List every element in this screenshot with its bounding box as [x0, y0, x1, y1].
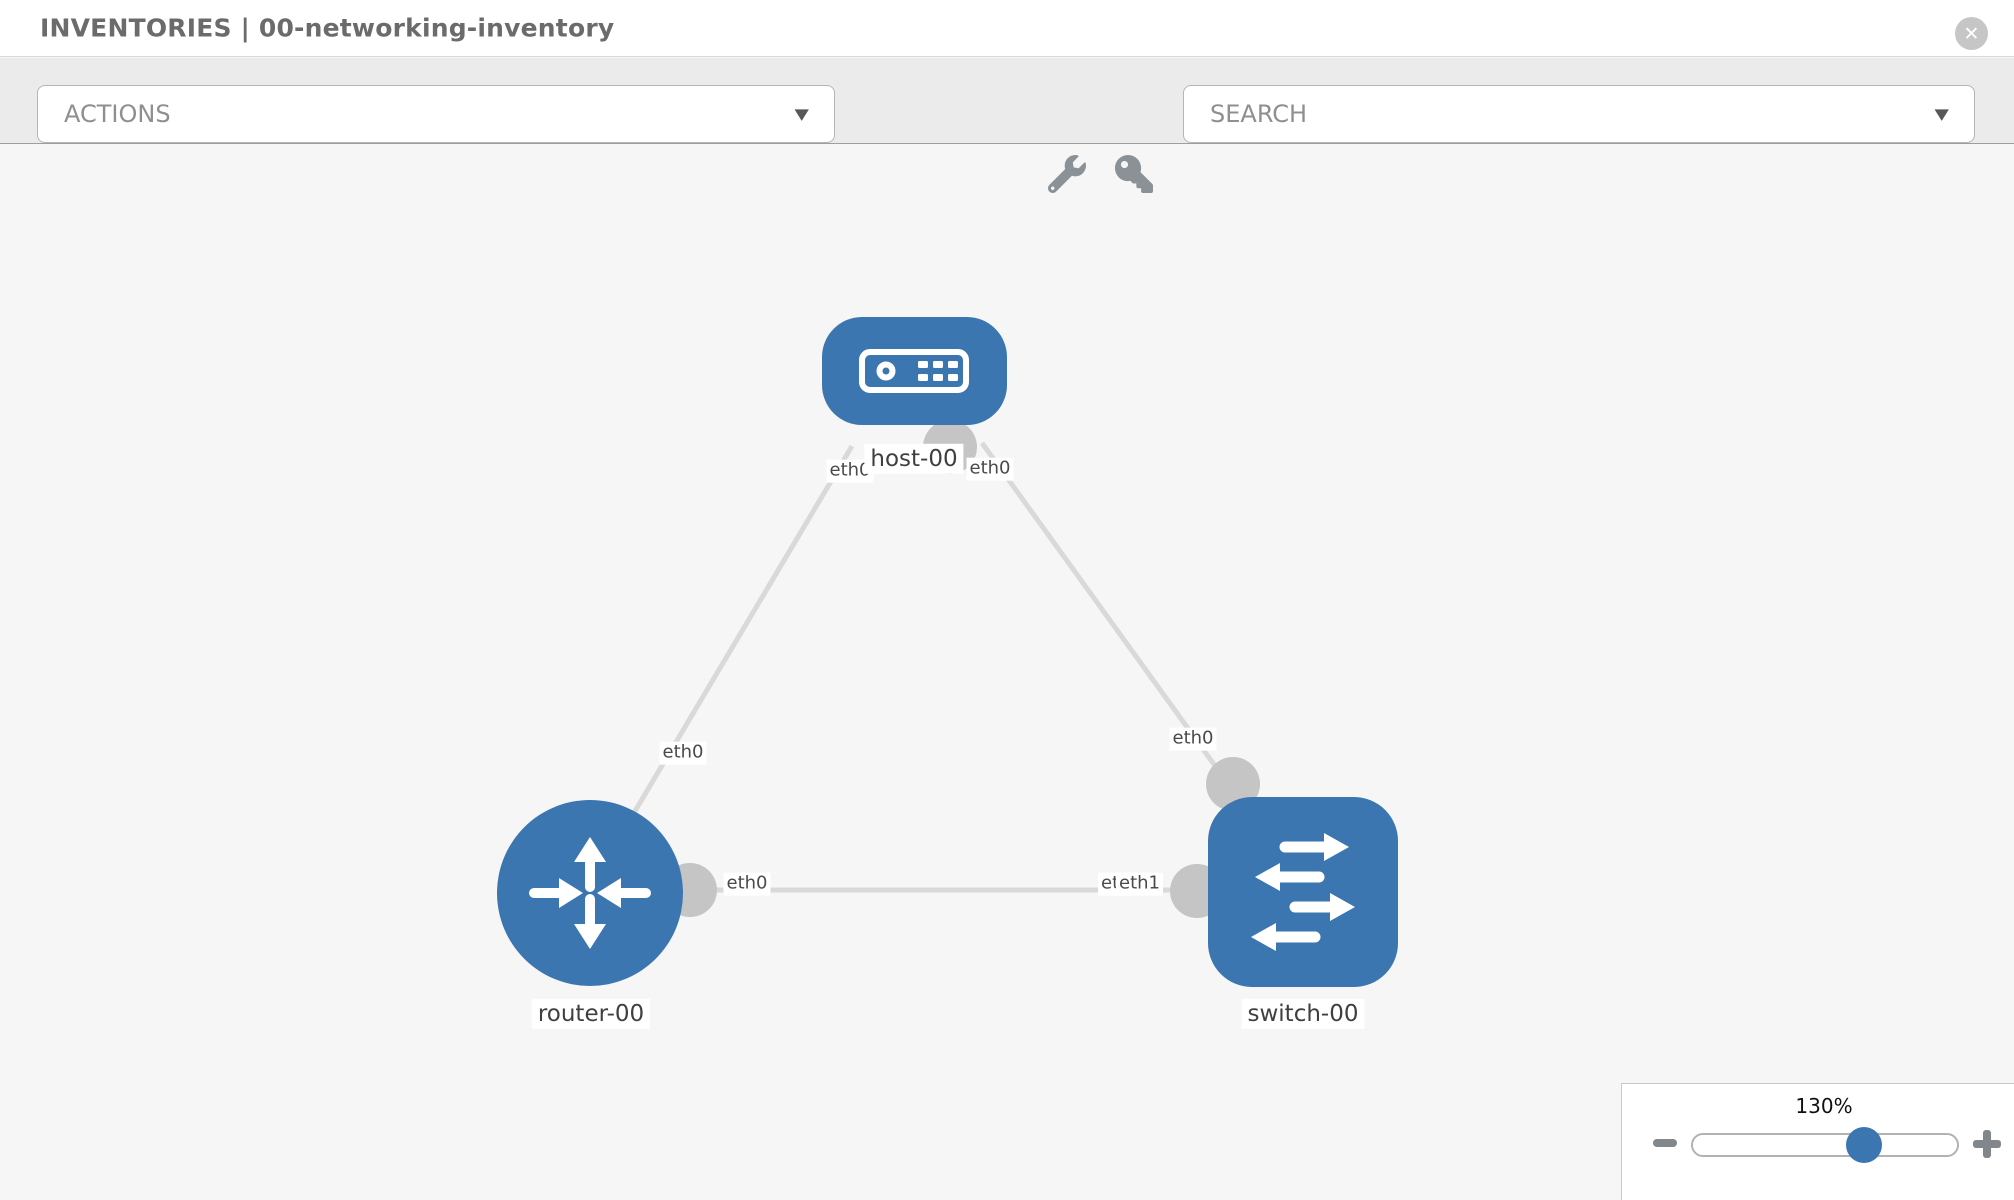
key-button[interactable]: [1115, 155, 1153, 193]
zoom-value: 130%: [1795, 1094, 1853, 1118]
zoom-in-button[interactable]: [1962, 1124, 2014, 1168]
plus-icon: [1983, 1130, 1991, 1158]
key-icon: [1115, 155, 1153, 193]
interface-label: eth0: [1169, 727, 1217, 751]
zoom-panel: 130%: [1621, 1083, 2014, 1200]
actions-dropdown[interactable]: ACTIONS ▼: [37, 85, 835, 143]
caret-down-icon: ▼: [795, 105, 810, 123]
node-host[interactable]: [822, 317, 1007, 425]
interface-label: eth1: [1116, 872, 1163, 896]
page-title: INVENTORIES | 00-networking-inventory: [40, 13, 615, 43]
wrench-button[interactable]: [1047, 155, 1086, 194]
search-dropdown-label: SEARCH: [1210, 100, 1308, 128]
zoom-slider-track[interactable]: [1691, 1133, 1959, 1157]
actions-dropdown-label: ACTIONS: [64, 100, 171, 128]
interface-label: eth0: [723, 872, 771, 896]
panel-header: INVENTORIES | 00-networking-inventory ✕: [0, 0, 2014, 57]
host-icon: [859, 349, 969, 393]
node-router[interactable]: [497, 800, 683, 986]
caret-down-icon: ▼: [1935, 105, 1950, 123]
search-dropdown[interactable]: SEARCH ▼: [1183, 85, 1975, 143]
zoom-out-button minus-icon[interactable]: [1653, 1139, 1677, 1147]
node-label-router: router-00: [531, 998, 651, 1030]
node-label-switch: switch-00: [1241, 998, 1365, 1030]
link-host-router[interactable]: [597, 444, 855, 872]
node-switch[interactable]: [1208, 797, 1398, 987]
switch-icon: [1251, 833, 1355, 951]
close-button[interactable]: ✕: [1955, 17, 1988, 50]
node-label-host: host-00: [864, 443, 964, 475]
interface-label: eth0: [826, 459, 874, 483]
close-icon: ✕: [1963, 22, 1980, 45]
zoom-slider-thumb[interactable]: [1846, 1127, 1882, 1163]
router-icon: [529, 837, 651, 949]
wrench-icon: [1047, 155, 1086, 194]
interface-label: eth0: [659, 741, 707, 765]
toolbar: ACTIONS ▼ SEARCH ▼: [0, 58, 2014, 194]
interface-label: eth0: [966, 457, 1014, 481]
